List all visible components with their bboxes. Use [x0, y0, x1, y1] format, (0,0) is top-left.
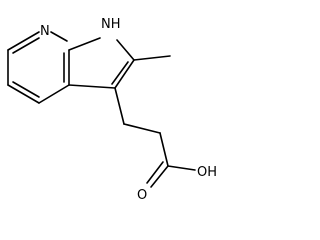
bond-c7a-n7 [50, 31, 68, 42]
bond-c2-c3-inner [111, 61, 129, 85]
bond-c5-c4 [7, 84, 40, 104]
hydroxyl-label: OH [197, 165, 217, 180]
bond-n1-c2 [116, 39, 135, 61]
bond-ch2-ch2 [123, 123, 161, 134]
bond-ch2-cooh [159, 132, 169, 167]
bond-c2-c3 [114, 59, 135, 89]
pyrrole-nh-label: NH [101, 17, 121, 32]
bond-c3-ch2 [114, 87, 125, 125]
pyridine-ring [7, 31, 70, 104]
carbonyl-oxygen-label: O [137, 188, 147, 203]
bond-c3-c3a [68, 84, 116, 89]
bond-n7-c6 [7, 31, 40, 51]
bond-carbonyl-2 [146, 161, 164, 184]
chemical-structure: N NH OH O [7, 17, 217, 203]
bond-n7-c6-inner [12, 37, 40, 54]
pyridine-nitrogen-label: N [40, 24, 50, 39]
bond-c5-c4-inner [12, 81, 40, 98]
bond-c-oh [167, 165, 196, 171]
propanoic-acid-chain [114, 87, 196, 188]
bond-c7a-n1 [68, 37, 101, 51]
bond-c4-c3a [38, 84, 70, 104]
bond-carbonyl-1 [150, 165, 169, 188]
pyrrole-ring [68, 37, 135, 89]
bond-methyl [133, 55, 171, 61]
